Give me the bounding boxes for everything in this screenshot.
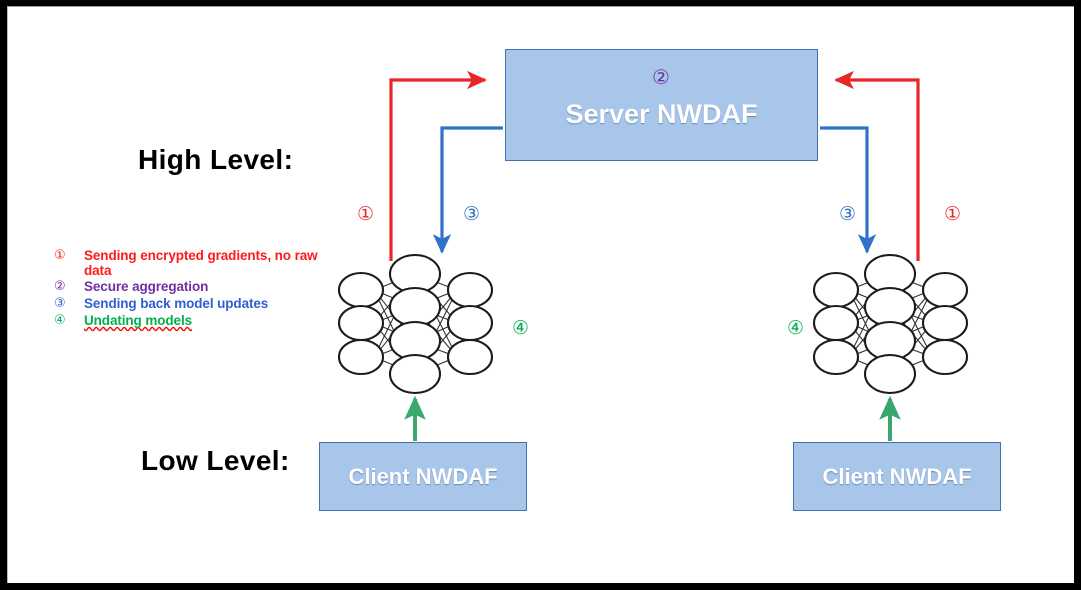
legend-item-label: Undating models (84, 313, 193, 328)
step-marker-3-right: ③ (839, 203, 857, 225)
step-marker-1-right: ① (944, 203, 962, 225)
server-nwdaf-label: Server NWDAF (565, 98, 758, 129)
client-nwdaf-label-left: Client NWDAF (348, 463, 498, 489)
high-level-label: High Level: (138, 144, 294, 175)
legend-item-label: Sending encrypted gradients, no raw data (84, 248, 318, 278)
legend-item-number: ④ (54, 313, 66, 328)
step-marker-4-right: ④ (787, 317, 805, 339)
client-nwdaf-label-right: Client NWDAF (822, 463, 972, 489)
diagram-canvas: High Level: Low Level: Server NWDAF Clie… (7, 6, 1074, 583)
low-level-label: Low Level: (141, 445, 290, 476)
legend-item: ③ Sending back model updates (54, 296, 319, 312)
legend-item-number: ② (54, 279, 66, 294)
neural-network-left (337, 253, 494, 395)
neural-network-right (812, 253, 969, 395)
legend-item-label: Secure aggregation (84, 279, 209, 294)
legend-item-number: ① (54, 248, 66, 263)
step-marker-2-server: ② (652, 65, 670, 89)
legend-item: ① Sending encrypted gradients, no raw dat… (54, 248, 319, 278)
step-marker-1-left: ① (357, 203, 375, 225)
legend: ① Sending encrypted gradients, no raw dat… (54, 248, 319, 330)
step-marker-4-left: ④ (512, 317, 530, 339)
arrow-red-right (834, 70, 920, 261)
legend-item-label: Sending back model updates (84, 296, 269, 311)
step-marker-3-left: ③ (463, 203, 481, 225)
client-nwdaf-box-left[interactable]: Client NWDAF (319, 442, 527, 511)
arrow-red-left (389, 70, 487, 261)
legend-item: ④ Undating models (54, 313, 319, 329)
legend-item: ② Secure aggregation (54, 279, 319, 295)
legend-item-number: ③ (54, 296, 66, 311)
server-nwdaf-box[interactable]: Server NWDAF (505, 49, 818, 161)
arrow-blue-right (820, 126, 877, 254)
client-nwdaf-box-right[interactable]: Client NWDAF (793, 442, 1001, 511)
arrow-blue-left (432, 126, 503, 254)
